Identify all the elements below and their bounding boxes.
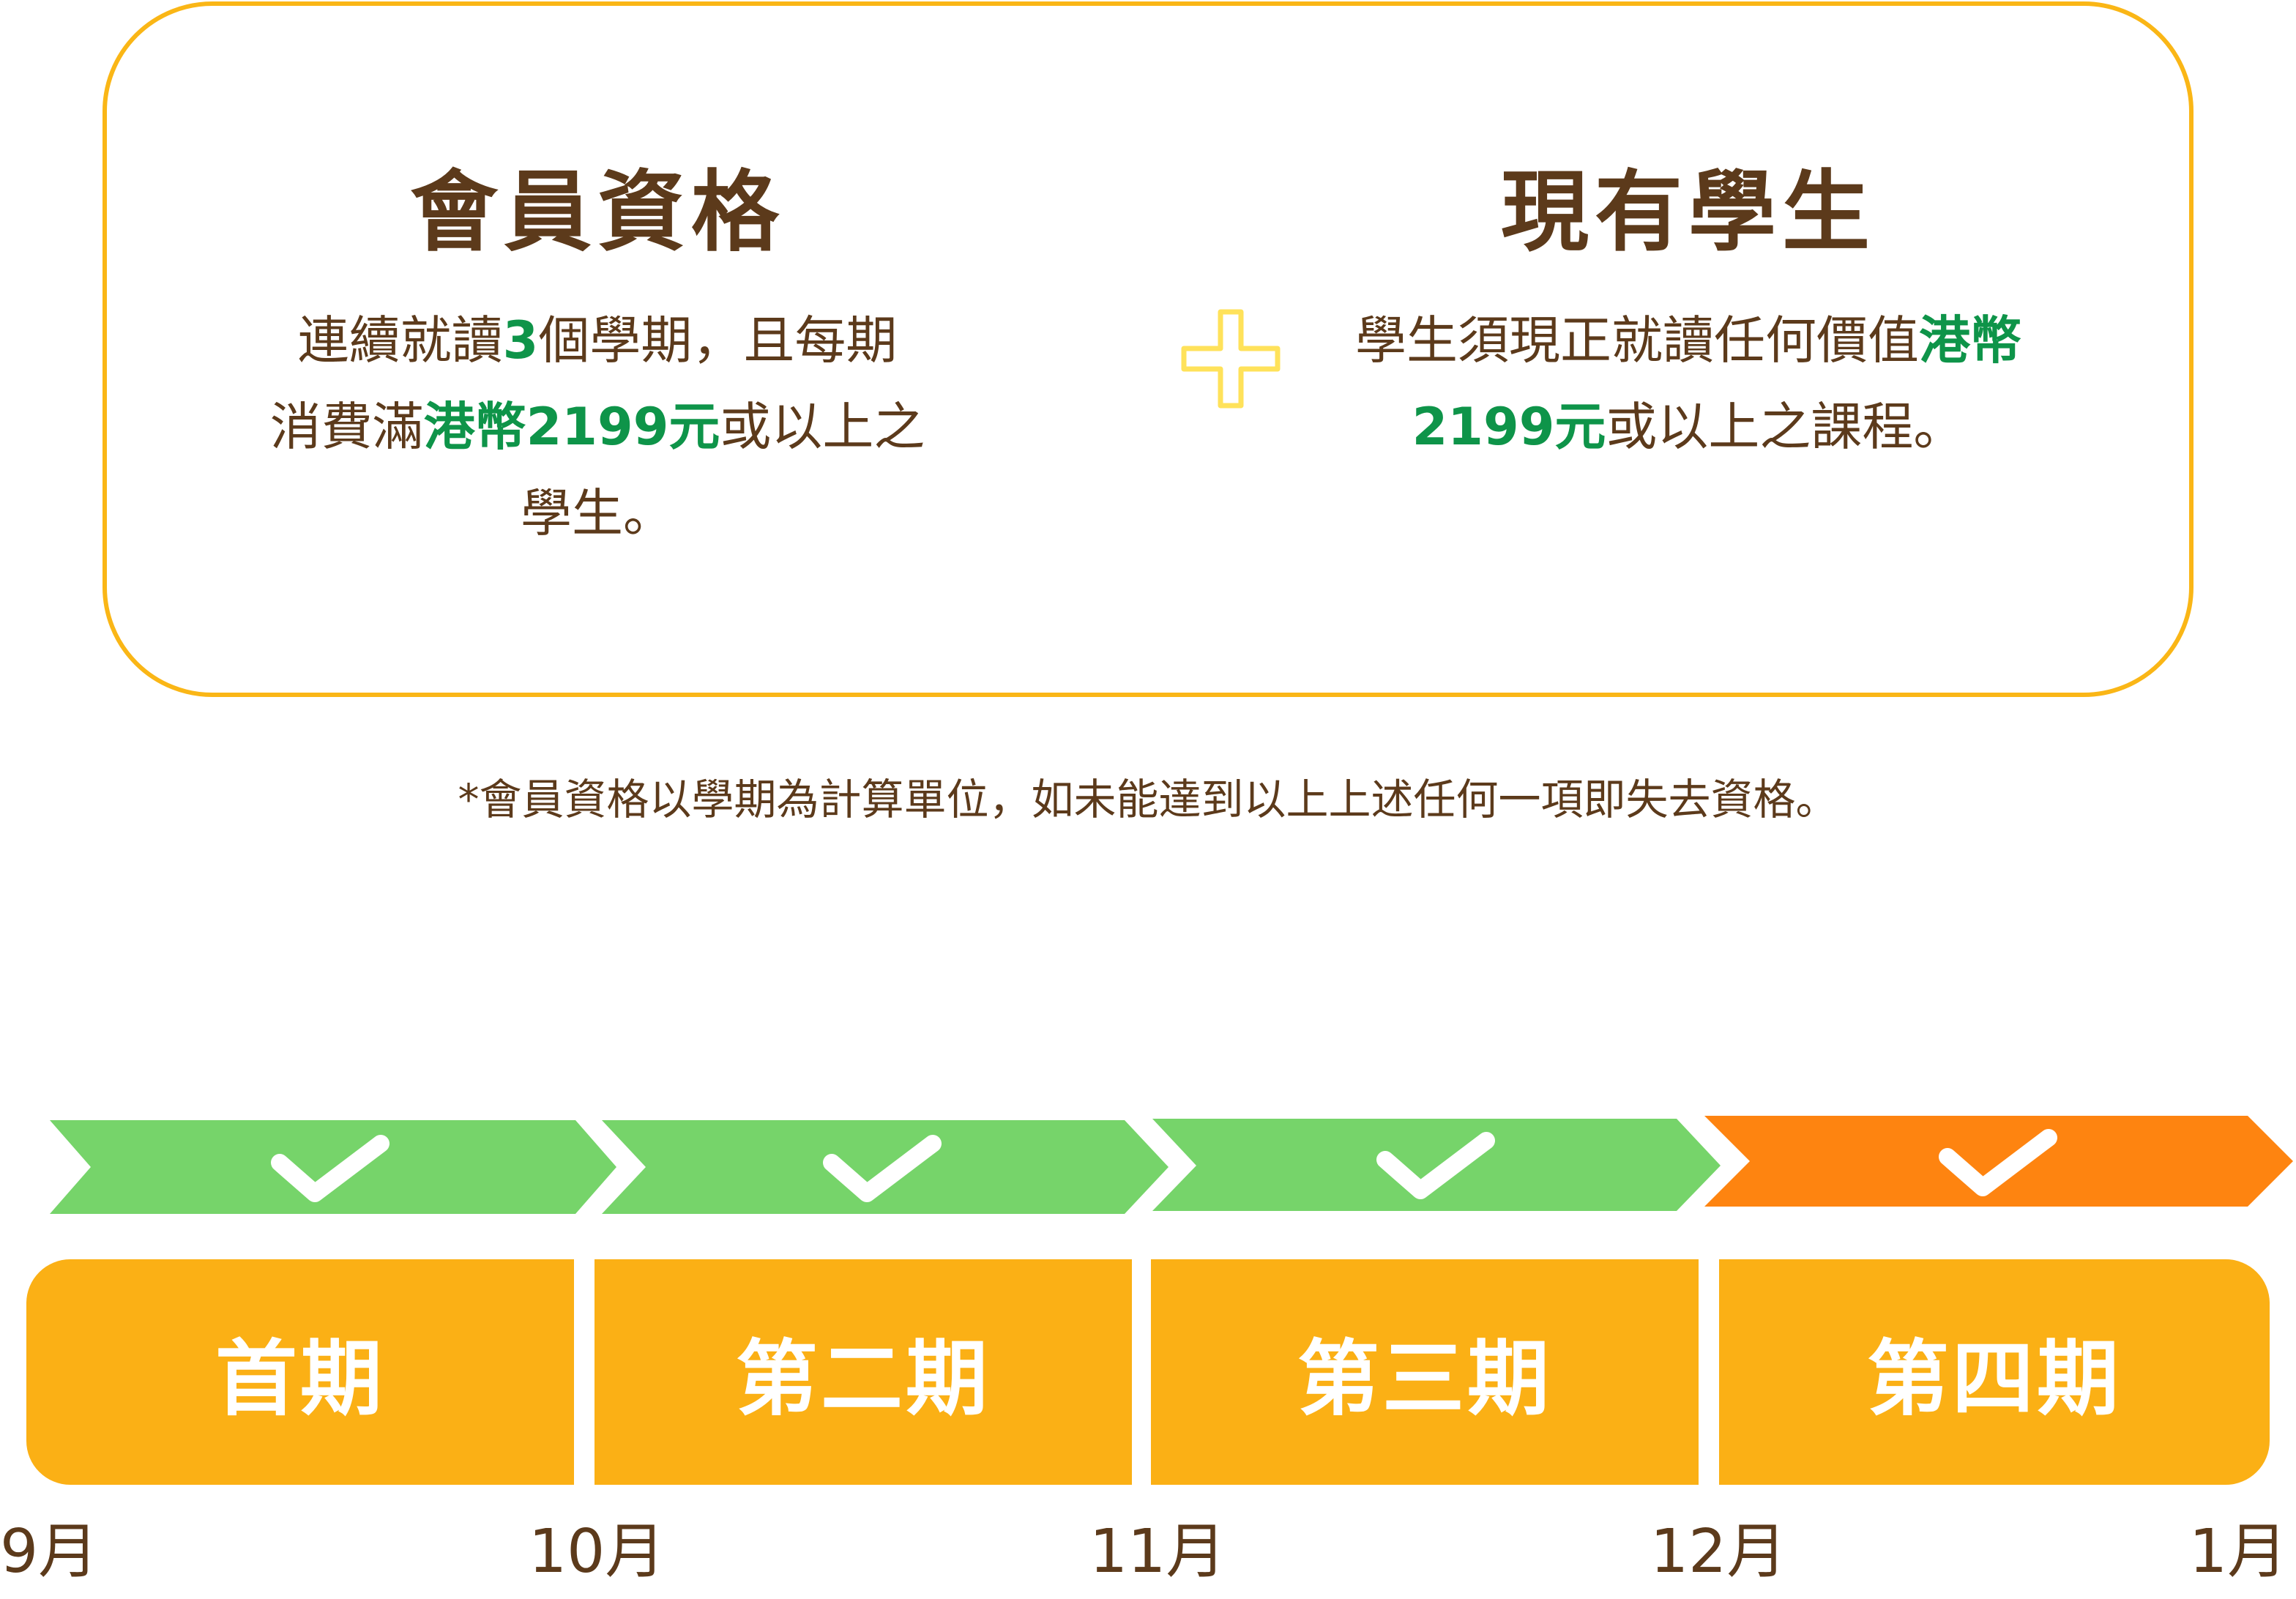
membership-highlight: 3 [502,310,539,370]
month-label-sep: 9月 [0,1517,99,1587]
check-icon [271,1135,390,1202]
check-icon [1939,1129,2057,1196]
membership-description: 連續就讀3個學期，且每期 消費滿港幣2199元或以上之 學生。 [231,297,963,556]
current-student-text: 學生須現正就讀任何價值 [1355,310,1919,370]
month-label-jan: 1月 [2189,1517,2288,1587]
current-student-column: 現有學生 學生須現正就讀任何價值港幣 2199元或以上之課程。 [1264,6,2113,470]
current-student-highlight: 2199元 [1412,397,1606,457]
progress-arrow-2 [602,1120,1168,1214]
phase-2: 第二期 [594,1259,1132,1485]
membership-column: 會員資格 連續就讀3個學期，且每期 消費滿港幣2199元或以上之 學生。 [231,6,963,556]
progress-arrows [50,1116,2293,1214]
footnote: *會員資格以學期為計算單位，如未能達到以上上述任何一項即失去資格。 [458,775,1838,824]
phase-4: 第四期 [1719,1259,2270,1485]
plus-icon [1181,309,1281,409]
current-student-description: 學生須現正就讀任何價值港幣 2199元或以上之課程。 [1264,297,2113,470]
membership-text: 或以上之 [720,397,925,457]
progress-arrow-4 [1704,1116,2293,1207]
membership-text: 個學期，且每期 [538,310,898,370]
phase-3: 第三期 [1151,1259,1699,1485]
progress-arrow-1 [50,1120,616,1214]
check-icon [1376,1132,1495,1199]
current-student-highlight: 港幣 [1919,310,2021,370]
membership-info-panel: 會員資格 連續就讀3個學期，且每期 消費滿港幣2199元或以上之 學生。 現有學… [102,1,2194,697]
check-icon [823,1135,942,1202]
month-label-dec: 12月 [1650,1517,1787,1587]
membership-text: 消費滿 [269,397,424,457]
phase-1: 首期 [26,1259,574,1485]
month-label-nov: 11月 [1089,1517,1226,1587]
current-student-title: 現有學生 [1501,162,1876,264]
membership-title: 會員資格 [410,162,785,264]
membership-text: 連續就讀 [297,310,503,370]
progress-arrow-3 [1152,1119,1721,1211]
membership-highlight: 港幣2199元 [423,397,720,457]
current-student-text: 或以上之課程。 [1606,397,1965,457]
month-label-oct: 10月 [529,1517,666,1587]
membership-text: 學生。 [521,483,674,543]
